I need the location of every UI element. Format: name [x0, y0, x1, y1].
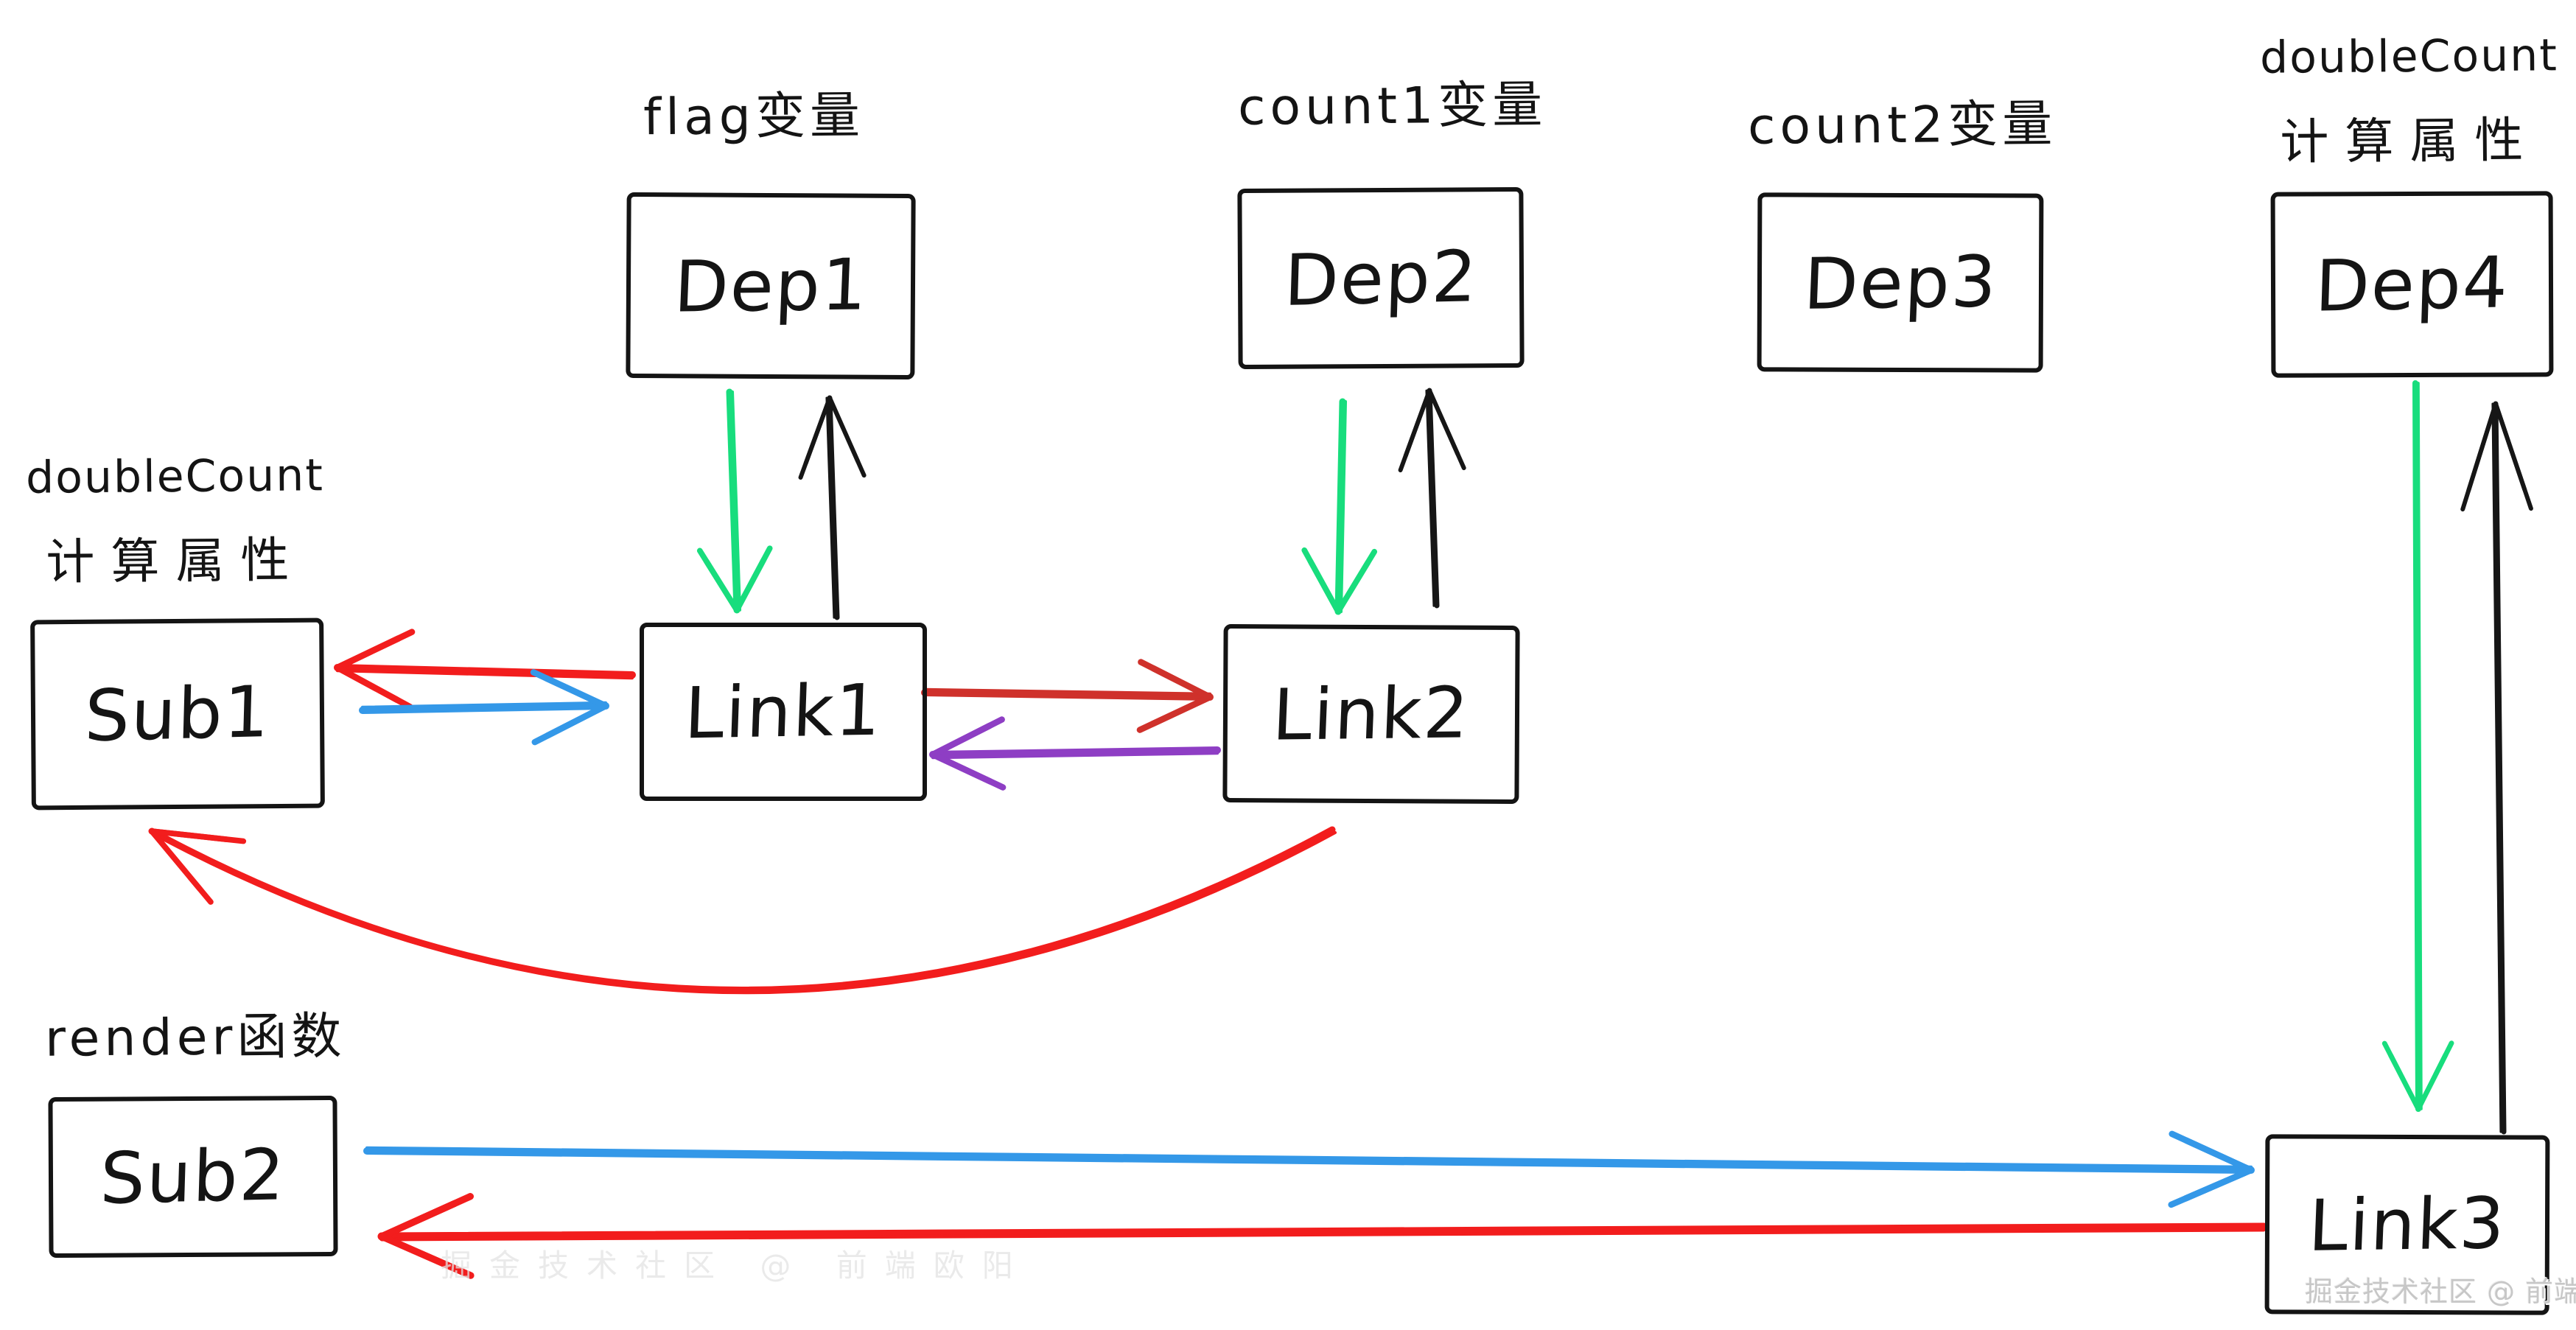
- arrow-sub1-to-link1: [359, 669, 609, 746]
- node-dep4: Dep4: [2270, 191, 2554, 378]
- node-dep2: Dep2: [1237, 186, 1525, 370]
- node-link2-label: Link2: [1270, 671, 1472, 757]
- node-link3-label: Link3: [2307, 1182, 2507, 1267]
- arrow-dep4-to-link3: [2381, 380, 2454, 1112]
- node-dep2-label: Dep2: [1282, 234, 1480, 322]
- annotation-render-function: render函数: [44, 1007, 346, 1068]
- node-dep3: Dep3: [1757, 192, 2044, 373]
- node-sub1: Sub1: [30, 617, 325, 811]
- node-link2: Link2: [1222, 623, 1520, 805]
- annotation-doublecount-left-line1: doubleCount: [25, 449, 325, 504]
- arrow-sub2-to-link3: [363, 1130, 2255, 1208]
- arrow-link3-to-sub2: [377, 1193, 2268, 1279]
- annotation-doublecount-left-line2: 计算属性: [46, 531, 306, 591]
- arrow-link2-to-link1: [929, 716, 1221, 791]
- annotation-doublecount-computed-right: doubleCount 计算属性: [2250, 29, 2569, 174]
- annotation-count2-variable: count2变量: [1747, 95, 2057, 156]
- node-sub2-label: Sub2: [99, 1133, 287, 1220]
- arrow-link1-to-sub1: [334, 629, 636, 710]
- node-dep1: Dep1: [626, 192, 916, 380]
- arrow-link2-to-dep2: [1398, 388, 1466, 609]
- node-link1: Link1: [640, 623, 927, 801]
- watermark-faint: 掘金技术社区 @ 前端欧阳: [441, 1247, 1031, 1284]
- node-sub1-label: Sub1: [83, 670, 272, 758]
- arrow-dep2-to-link2: [1301, 398, 1378, 615]
- arrow-dep1-to-link1: [696, 388, 773, 614]
- annotation-count1-variable: count1变量: [1237, 76, 1547, 137]
- node-dep3-label: Dep3: [1802, 239, 1999, 326]
- node-link1-label: Link1: [683, 668, 883, 755]
- arrow-link1-to-link2: [921, 659, 1214, 733]
- arrow-link2-to-sub1-curve: [148, 826, 1337, 995]
- annotation-doublecount-right-line1: doubleCount: [2259, 29, 2559, 84]
- annotation-doublecount-computed-left: doubleCount 计算属性: [16, 449, 335, 594]
- node-sub2: Sub2: [48, 1095, 338, 1259]
- node-dep1-label: Dep1: [672, 243, 869, 329]
- annotation-doublecount-right-line2: 计算属性: [2280, 111, 2540, 171]
- watermark: 掘金技术社区 @ 前端欧阳: [2305, 1275, 2576, 1308]
- annotation-flag-variable: flag变量: [643, 86, 865, 147]
- arrow-link1-to-dep1: [798, 395, 867, 620]
- node-dep4-label: Dep4: [2314, 241, 2510, 328]
- arrow-link3-to-dep4: [2460, 401, 2533, 1135]
